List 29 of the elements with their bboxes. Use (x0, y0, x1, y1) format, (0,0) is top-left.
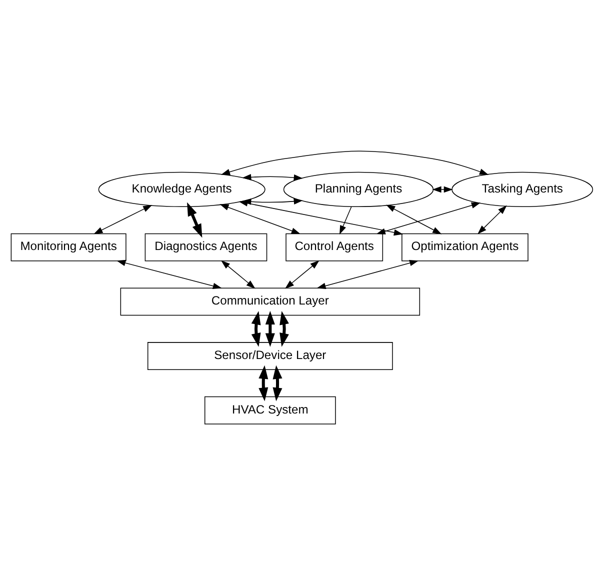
node-box: HVAC System (204, 396, 336, 424)
arrow (265, 310, 275, 347)
arrow (116, 260, 222, 290)
arrow (220, 204, 300, 234)
arrow (238, 200, 404, 236)
node-ellipse: Tasking Agents (452, 172, 594, 207)
arrow (386, 204, 442, 234)
node-box: Sensor/Device Layer (147, 342, 393, 370)
arrow (280, 310, 289, 347)
node-box: Diagnostics Agents (144, 233, 268, 262)
node-box: Communication Layer (120, 288, 420, 316)
arrow (220, 260, 256, 289)
arrow (339, 206, 352, 235)
node-box: Monitoring Agents (10, 233, 126, 262)
arrow (187, 202, 202, 238)
arrow (94, 204, 152, 234)
node-ellipse: Planning Agents (283, 172, 434, 207)
arrow (242, 174, 303, 181)
arrow (272, 365, 282, 402)
node-box: Control Agents (286, 233, 384, 262)
arrow (220, 150, 489, 175)
node-box: Optimization Agents (402, 233, 528, 262)
arrow (284, 260, 320, 289)
arrow (478, 205, 507, 234)
arrow (376, 202, 481, 234)
arrow (251, 310, 261, 347)
arrow (316, 260, 419, 289)
arrow (258, 365, 268, 402)
arrow (432, 186, 453, 193)
